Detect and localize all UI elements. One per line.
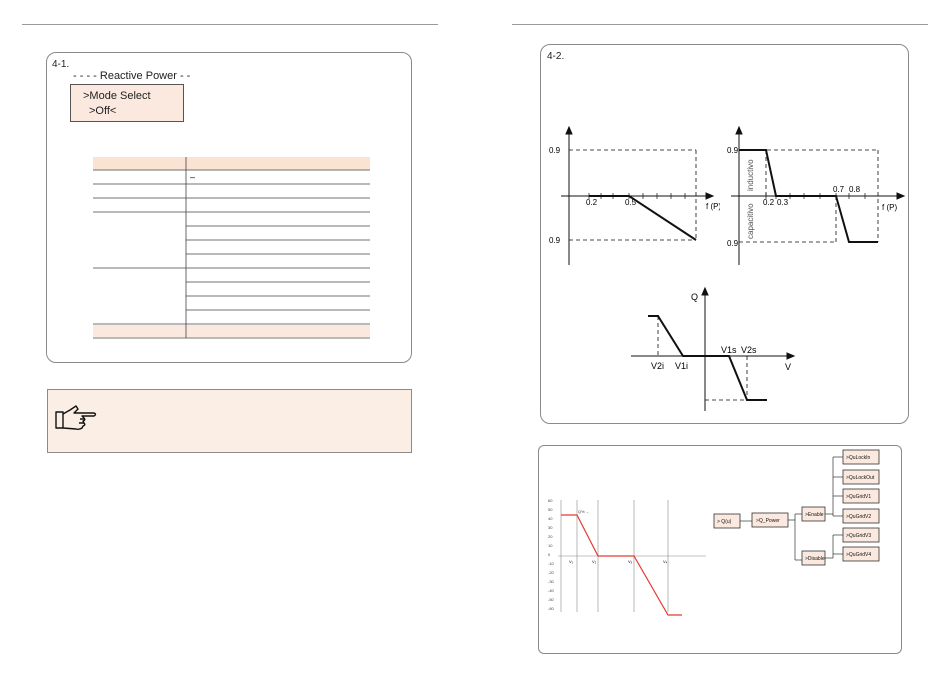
- small-y-10: -40: [548, 588, 555, 593]
- chart3-tick-v2s: V2s: [741, 345, 757, 355]
- small-corner-label: Q% ←: [578, 509, 590, 514]
- tree-leaf-1: >QuLockOut: [846, 475, 875, 481]
- tree-leaf-2: >QuGridV1: [846, 494, 871, 500]
- lcd-screen: >Mode Select >Off<: [70, 84, 184, 122]
- small-y-6: 0: [548, 552, 551, 557]
- small-y-5: 10: [548, 543, 553, 548]
- chart3-x-label: V: [785, 362, 791, 372]
- tree-enable: >Enable: [805, 512, 824, 518]
- small-v1: V₁: [569, 559, 574, 564]
- small-y-4: 20: [548, 534, 553, 539]
- small-chart-curve: [561, 514, 682, 616]
- chart2-tick-1: 0.3: [777, 198, 789, 207]
- step-label-right: 4-2.: [547, 51, 565, 62]
- chart-q-v-curve: Q V V2i V1i V1s V2s: [631, 286, 796, 411]
- chart-power-factor-2: 0.9 0.9 0.2 0.3 0.7 0.8 f (P) inductivo …: [727, 125, 906, 265]
- chart1-y-top: 0.9: [549, 146, 561, 155]
- chart1-x-label: f (P): [706, 202, 720, 211]
- chart2-capacitive-label: capacitivo: [746, 203, 755, 239]
- qu-menu-tree: > Q(u) >Q_Power >Enable >Disable >QuLock…: [713, 449, 880, 566]
- small-y-8: -20: [548, 570, 555, 575]
- tree-leaf-0: >QuLockIn: [846, 455, 871, 461]
- chart2-tick-2: 0.7: [833, 185, 845, 194]
- chart2-curve: [739, 149, 878, 243]
- tree-leaf-5: >QuGridV4: [846, 552, 871, 558]
- qu-settings-panel: [538, 445, 902, 654]
- chart2-tick-3: 0.8: [849, 185, 861, 194]
- table-header-row: [93, 157, 370, 170]
- lcd-line-mode-select: >Mode Select: [83, 90, 151, 102]
- small-y-1: 50: [548, 507, 553, 512]
- tree-leaf-3: >QuGridV2: [846, 514, 871, 520]
- small-y-12: -60: [548, 606, 555, 611]
- chart1-y-bottom: 0.9: [549, 236, 561, 245]
- chart1-curve: [589, 195, 697, 241]
- small-y-7: -10: [548, 561, 555, 566]
- small-v2: V₂: [592, 559, 597, 564]
- chart-power-factor-1: 0.9 0.9 0.2 0.5 f (P): [549, 125, 720, 265]
- chart2-y-top: 0.9: [727, 146, 739, 155]
- chart2-tick-0: 0.2: [763, 198, 775, 207]
- small-y-0: 60: [548, 498, 553, 503]
- tree-disable: >Disable: [805, 556, 825, 562]
- tree-root: > Q(u): [717, 519, 732, 525]
- chart2-x-label: f (P): [882, 203, 897, 212]
- qu-small-chart: 60 50 40 30 20 10 0 -10 -20 -30 -40 -50 …: [548, 498, 706, 616]
- small-v3: V₃: [628, 559, 633, 564]
- chart2-y-bottom: 0.9: [727, 239, 739, 248]
- chart3-tick-v1s: V1s: [721, 345, 737, 355]
- lcd-header: - - - - Reactive Power - -: [73, 70, 191, 82]
- note-box: [47, 389, 412, 453]
- chart3-tick-v2i: V2i: [651, 361, 664, 371]
- chart1-tick-0: 0.2: [586, 198, 598, 207]
- pointing-hand-icon: [55, 405, 97, 431]
- chart3-y-label: Q: [691, 292, 698, 302]
- left-settings-panel: 4-1. - - - - Reactive Power - - >Mode Se…: [46, 52, 412, 363]
- chart1-tick-1: 0.5: [625, 198, 637, 207]
- step-label: 4-1.: [52, 59, 70, 70]
- chart3-curve: [648, 315, 767, 401]
- chart3-tick-v1i: V1i: [675, 361, 688, 371]
- left-header-rule: [22, 24, 438, 25]
- small-y-2: 40: [548, 516, 553, 521]
- right-header-rule: [512, 24, 928, 25]
- small-y-11: -50: [548, 597, 555, 602]
- lcd-line-off: >Off<: [89, 105, 117, 117]
- tree-leaf-4: >QuGridV3: [846, 533, 871, 539]
- table-dash: –: [190, 172, 195, 182]
- small-v4: V₄: [663, 559, 668, 564]
- chart2-inductive-label: inductivo: [746, 159, 755, 191]
- small-y-3: 30: [548, 525, 553, 530]
- settings-table: –: [93, 157, 370, 339]
- small-y-9: -30: [548, 579, 555, 584]
- table-footer-row: [93, 325, 370, 337]
- tree-q-power: >Q_Power: [756, 518, 780, 524]
